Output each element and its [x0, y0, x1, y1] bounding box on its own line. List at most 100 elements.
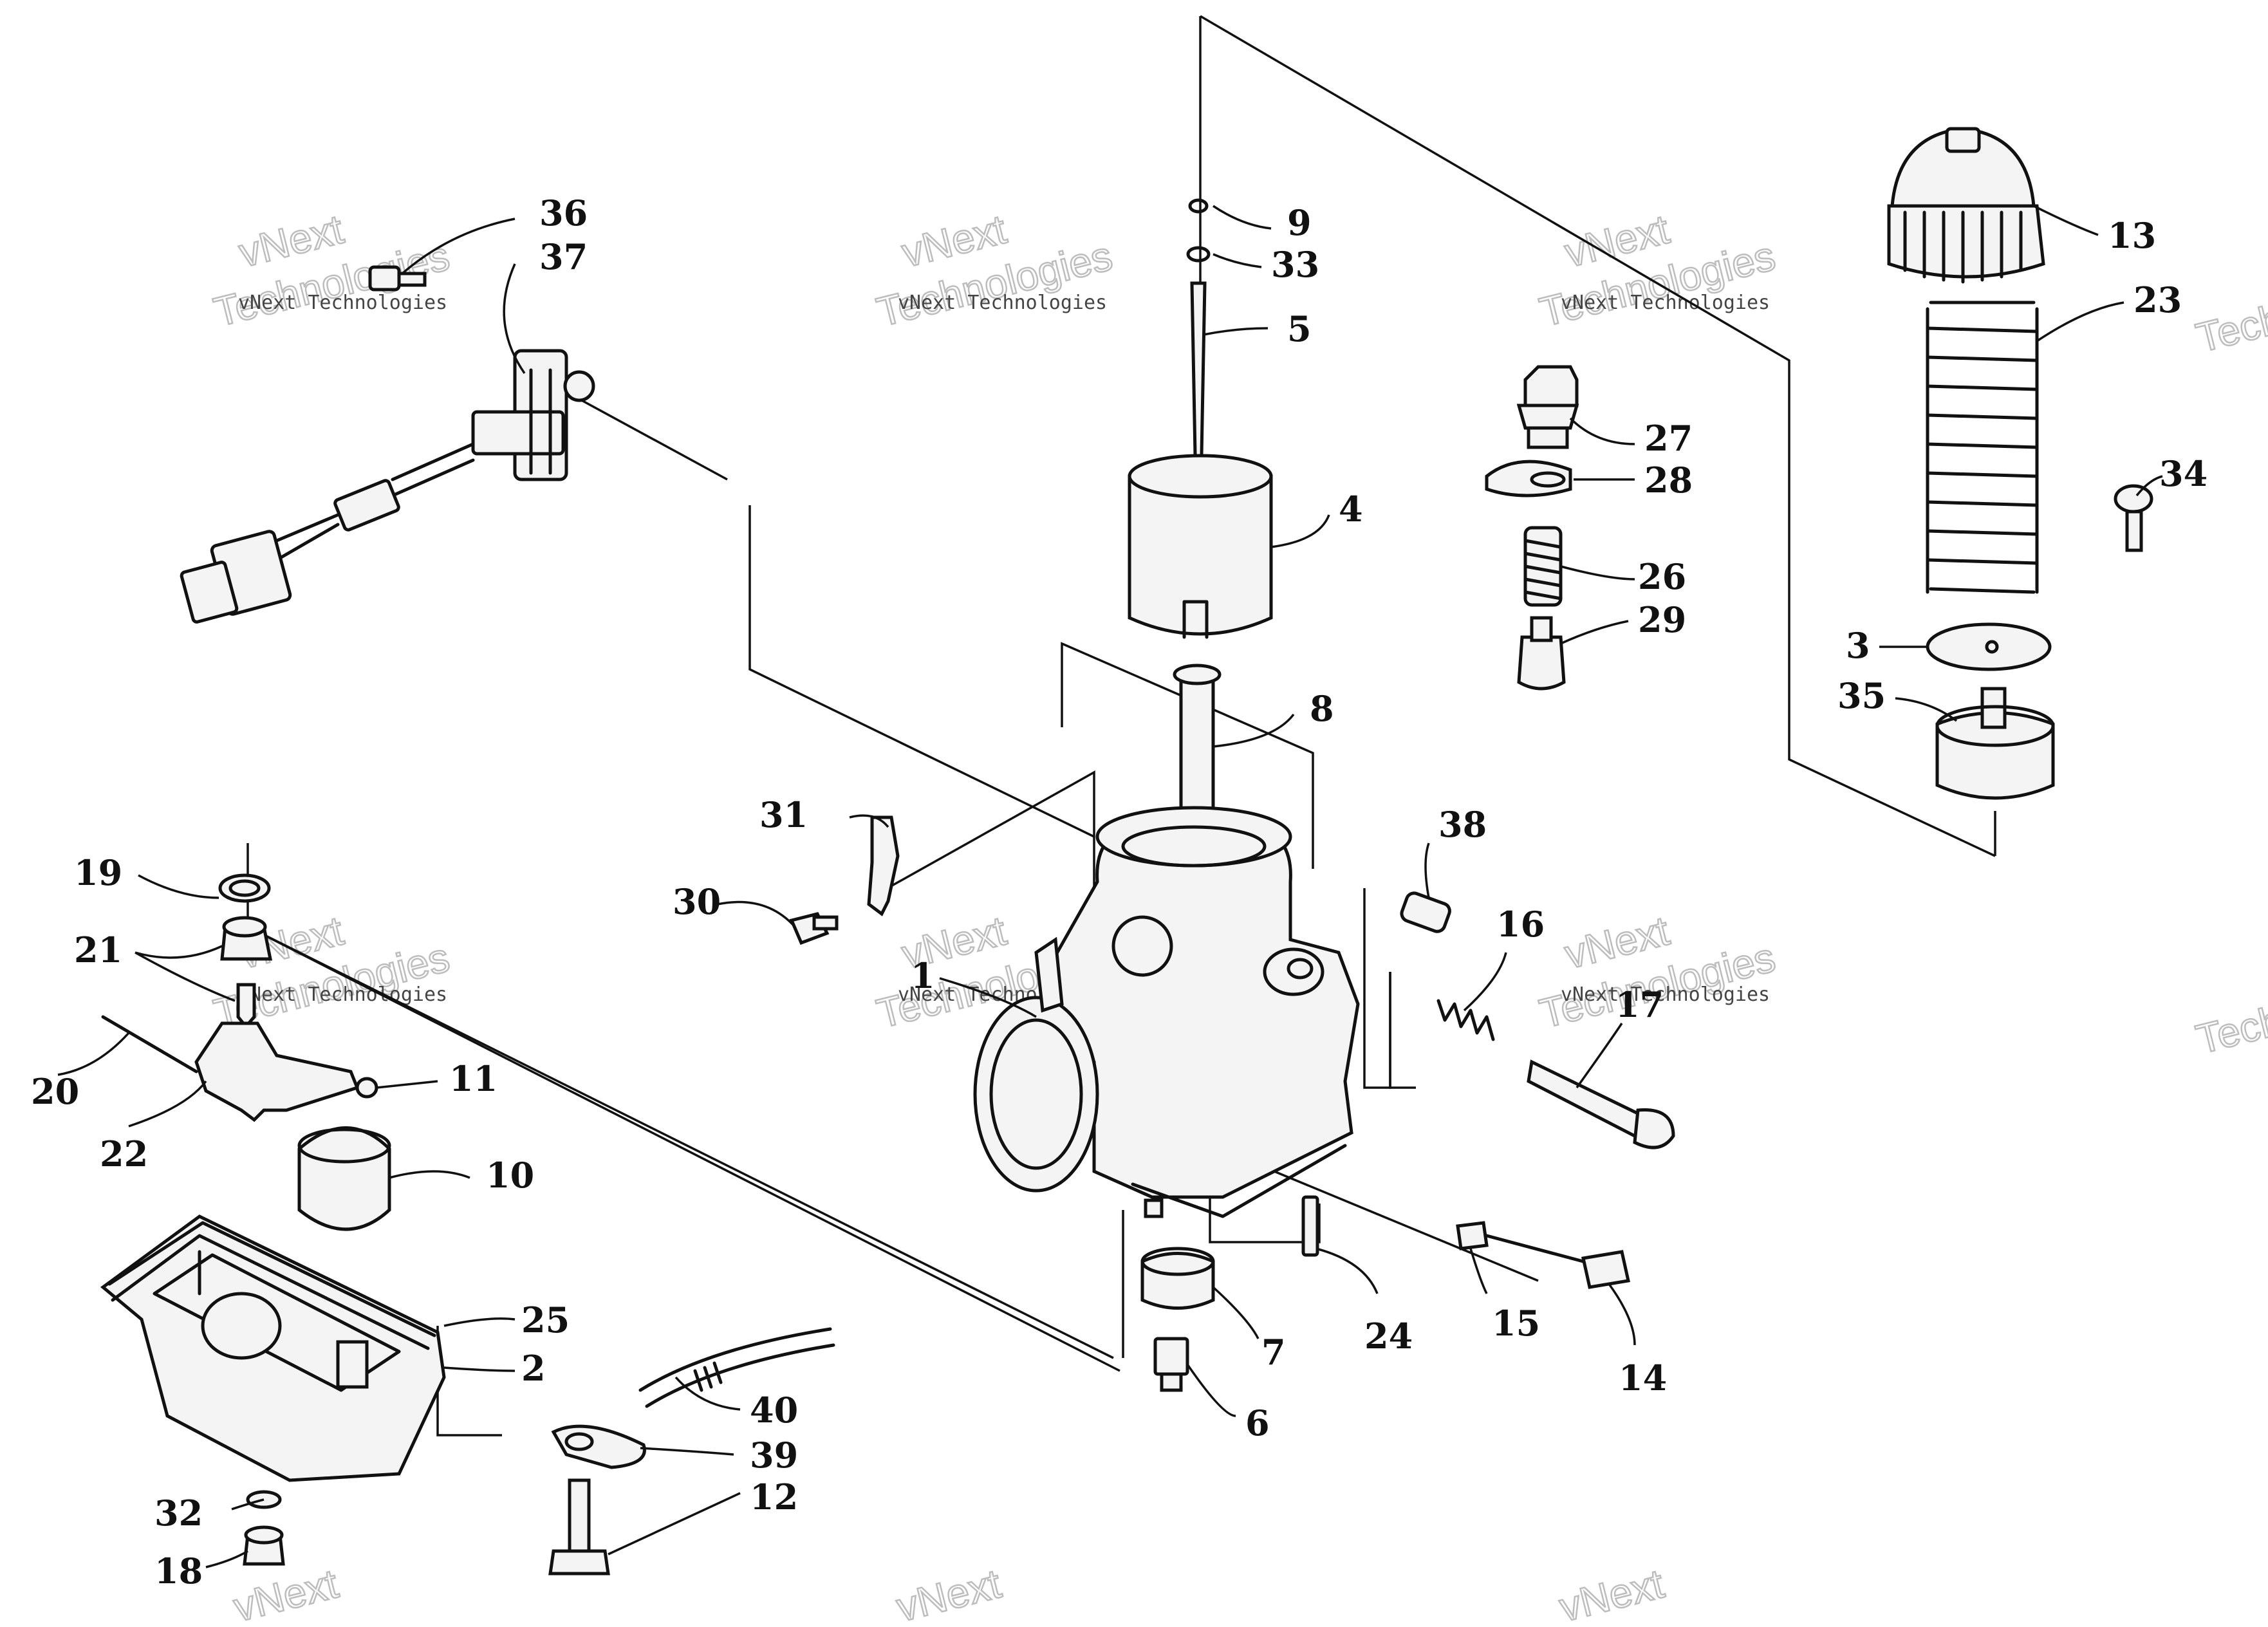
callout-11: 11 [449, 1058, 497, 1099]
plunger-plate [1485, 460, 1572, 497]
leader-4 [1270, 514, 1330, 548]
callout-29: 29 [1638, 599, 1686, 640]
leader-13 [2033, 205, 2099, 236]
callout-12: 12 [750, 1476, 798, 1518]
leader-lines [57, 205, 2163, 1568]
float-arm-22 [194, 1021, 360, 1122]
screw-spring-16 [1436, 999, 1495, 1041]
callout-23: 23 [2133, 279, 2182, 321]
float-bowl-rim [153, 1253, 401, 1392]
callout-9: 9 [1287, 202, 1312, 243]
leader-29 [1560, 620, 1629, 645]
watermark-11: vNext [1554, 1559, 1669, 1627]
carburetor-body [973, 806, 1360, 1218]
top-cap-assembly [1887, 127, 2153, 800]
lever-arm [867, 815, 900, 916]
float-10 [297, 1126, 391, 1231]
top-cap-nipple [1945, 127, 1981, 153]
callout-4: 4 [1339, 488, 1363, 530]
callout-36: 36 [539, 192, 588, 234]
throttle-valve-slot [1182, 600, 1209, 639]
watermark-8: Technologies [2191, 959, 2268, 1064]
watermark-text-2: vNext Technologies [898, 292, 1107, 314]
callout-26: 26 [1638, 556, 1686, 597]
screw-head [368, 265, 401, 292]
watermark-10: vNext [891, 1559, 1007, 1627]
leader-7 [1212, 1286, 1259, 1339]
leader-2 [443, 1366, 516, 1372]
leader-31 [849, 814, 889, 828]
drain-hose-40 [638, 1327, 835, 1408]
pilot-air-screw [1456, 1221, 1631, 1289]
o-ring-19 [218, 873, 271, 903]
leader-12 [608, 1492, 741, 1556]
plunger-plate-hole [1530, 471, 1566, 488]
pilot-jet-body [1301, 1195, 1319, 1257]
drain-plug-top [244, 1525, 284, 1545]
float-valve-assembly [101, 873, 378, 1122]
bracket-screw-shank [568, 1478, 591, 1553]
leader-34 [2135, 475, 2163, 497]
callout-32: 32 [154, 1492, 203, 1534]
leader-22 [128, 1080, 207, 1128]
lever-screw-shank [812, 915, 839, 931]
callout-22: 22 [100, 1133, 148, 1175]
frame-line-float [247, 925, 1120, 1372]
watermark-text-1: vNext Technologies [238, 292, 447, 314]
frame-line-bowl [436, 1326, 502, 1436]
leader-24 [1315, 1247, 1379, 1294]
callout-1: 1 [911, 955, 935, 996]
leader-36 [401, 218, 516, 275]
leader-6 [1186, 1364, 1236, 1417]
pilot-spring-15 [1456, 1221, 1489, 1250]
pilot-screw-head [1581, 1250, 1631, 1289]
callout-2: 2 [521, 1348, 546, 1389]
leader-10 [389, 1170, 470, 1179]
callout-15: 15 [1492, 1303, 1540, 1344]
switch-pivot [563, 370, 595, 402]
needle-jet [1173, 664, 1222, 833]
needle-clip [1188, 198, 1209, 214]
callout-30: 30 [673, 881, 721, 922]
callout-34: 34 [2159, 453, 2208, 494]
switch-slot [529, 368, 552, 475]
leader-8 [1213, 713, 1295, 748]
carb-idle-boss [1111, 915, 1173, 977]
carb-air-intake-bore [989, 1018, 1083, 1170]
float-pin-20 [101, 1015, 198, 1074]
starter-plunger-stem [1530, 616, 1553, 642]
carb-top-bore [1095, 806, 1292, 868]
spring-plate-hole [1985, 640, 1999, 654]
throttle-valve-top [1128, 454, 1273, 499]
callout-17: 17 [1615, 984, 1664, 1025]
leader-32 [231, 1498, 265, 1511]
float-bowl-body [100, 1214, 446, 1482]
callout-20: 20 [31, 1071, 79, 1112]
carb-air-intake [973, 996, 1099, 1193]
carb-bowl-flange [1131, 1144, 1347, 1218]
float-body [297, 1126, 391, 1231]
callout-3: 3 [1846, 625, 1870, 666]
callout-31: 31 [759, 794, 808, 835]
watermark-9: vNext [228, 1559, 344, 1627]
plug-38 [1400, 891, 1451, 933]
watermark-line2: Technologies [2191, 960, 2268, 1063]
callout-21: 21 [74, 929, 122, 971]
screw-36 [368, 265, 427, 292]
bracket-hole [564, 1432, 594, 1451]
needle-jet-top [1173, 664, 1222, 685]
callout-28: 28 [1644, 460, 1693, 501]
plunger-nut-thread [1527, 426, 1569, 449]
float-bowl-chamber [201, 1292, 282, 1360]
leader-33 [1213, 253, 1262, 268]
bracket-screw-head [548, 1549, 610, 1576]
leader-39 [640, 1447, 734, 1456]
frame-line-pilot [1209, 1158, 1321, 1243]
spring-plate [1926, 622, 2052, 671]
leader-37 [503, 263, 526, 374]
plunger-nut-hex [1516, 404, 1579, 430]
leader-26 [1560, 565, 1635, 581]
plunger-nut-head [1523, 365, 1579, 407]
leader-5 [1203, 327, 1269, 336]
